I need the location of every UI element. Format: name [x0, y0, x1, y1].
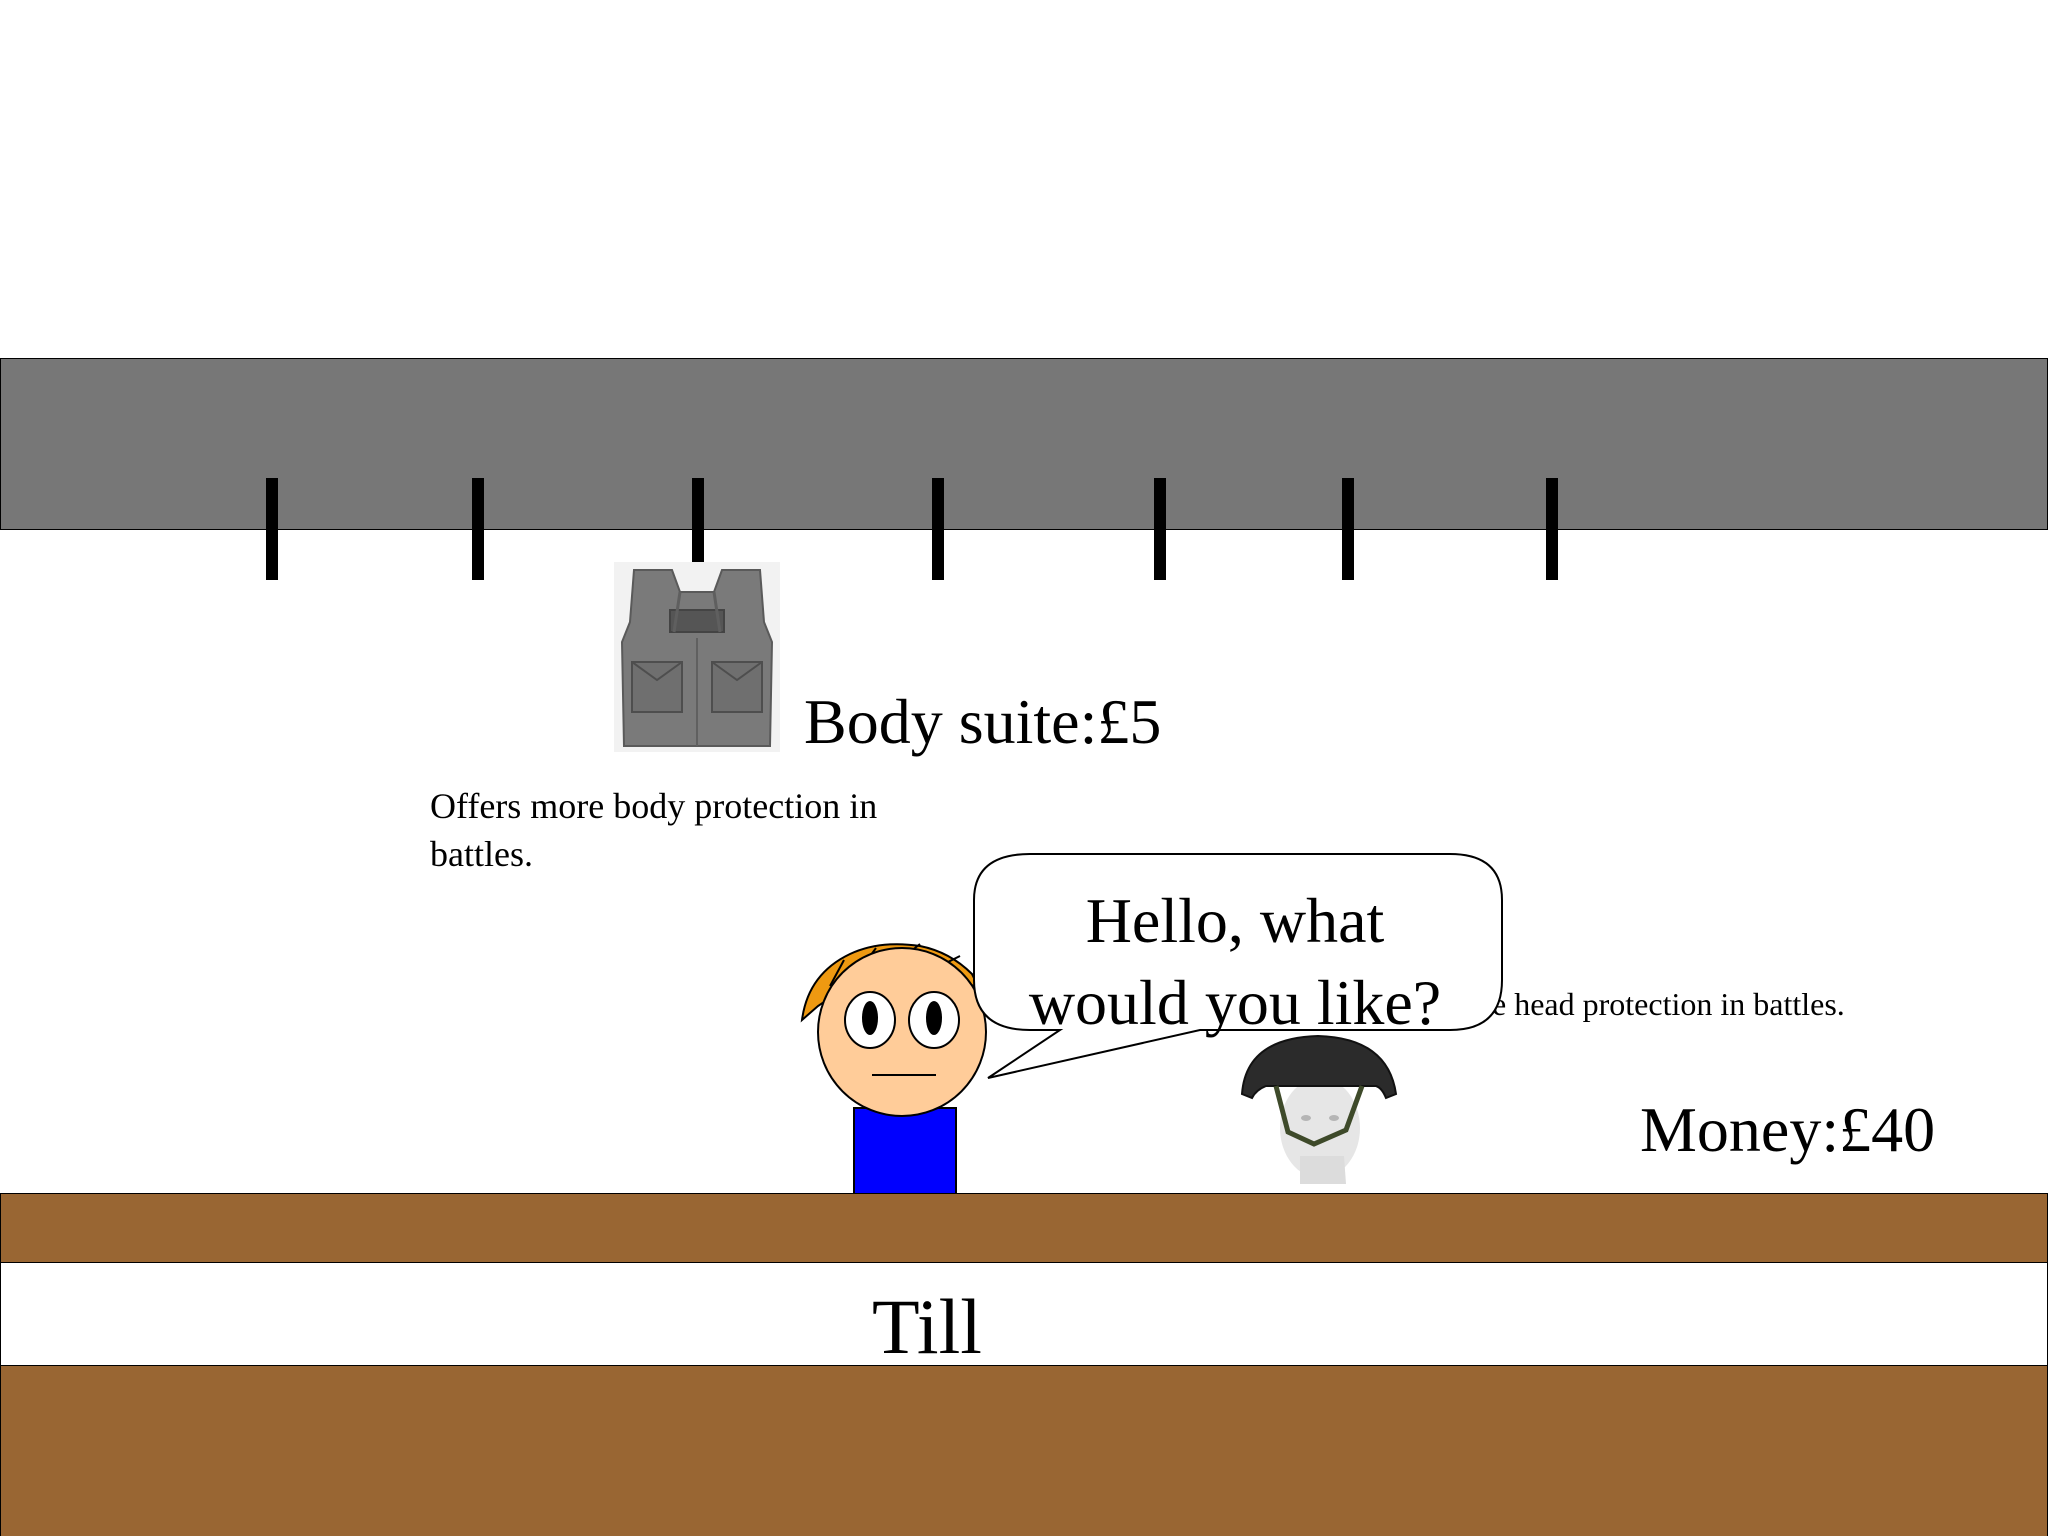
- shelf-hook: [932, 478, 944, 580]
- army-helmet-icon[interactable]: [1236, 1032, 1400, 1184]
- shelf-hook: [1546, 478, 1558, 580]
- speech-line-1: Hello, what: [1085, 885, 1385, 956]
- counter-front: [0, 1365, 2048, 1536]
- body-armor-vest-icon[interactable]: [614, 562, 780, 752]
- till-button[interactable]: [0, 1262, 2048, 1366]
- shopkeeper-character: [800, 943, 987, 1195]
- till-label: Till: [872, 1283, 982, 1370]
- shelf-hook: [1154, 478, 1166, 580]
- speech-bubble: [973, 853, 1503, 1079]
- speech-line-2: would you like?: [1028, 967, 1442, 1038]
- money-counter: Money:£40: [1640, 1094, 1936, 1165]
- counter-top: [0, 1193, 2048, 1263]
- body-suite-description: Offers more body protection in battles.: [430, 786, 878, 874]
- body-suite-price: Body suite:£5: [804, 686, 1162, 757]
- shelf-hook: [472, 478, 484, 580]
- speech-bubble-text: Hello, what would you like?: [990, 880, 1480, 1044]
- shelf-hook: [1342, 478, 1354, 580]
- shelf-hook: [266, 478, 278, 580]
- shelf-hook: [692, 478, 704, 580]
- display-shelf: [0, 358, 2048, 530]
